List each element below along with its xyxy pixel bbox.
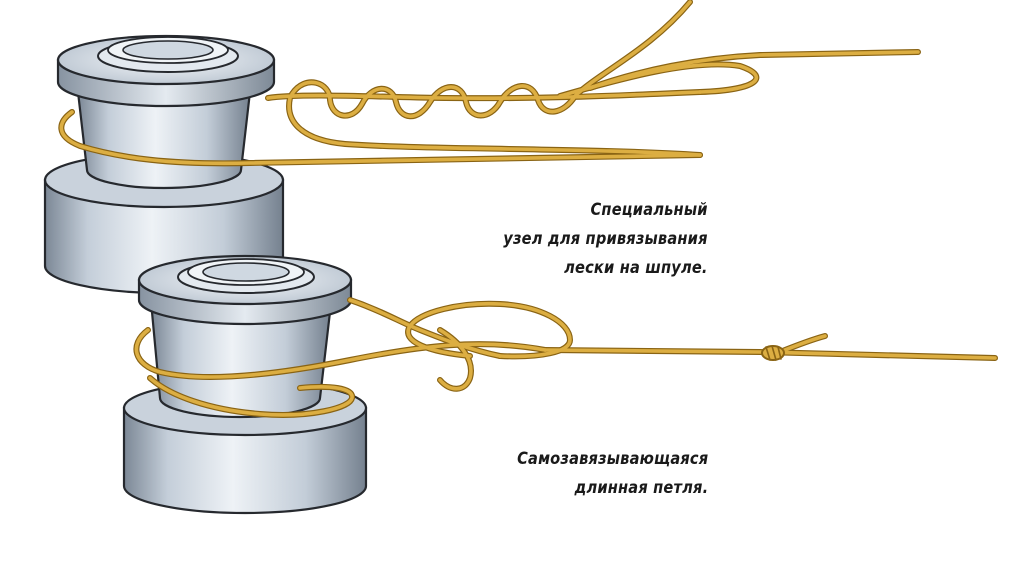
long-loop-caption: Самозавязывающаяся длинная петля. <box>517 445 708 503</box>
lower-loop-line <box>133 297 998 418</box>
small-knot-icon <box>761 345 785 361</box>
special-knot-caption: Специальный узел для привязывания лески … <box>504 196 708 283</box>
caption-line: узел для привязывания <box>503 229 708 249</box>
caption-line: длинная петля. <box>574 478 708 498</box>
caption-line: Специальный <box>590 200 708 220</box>
lower-spool-icon <box>122 254 368 515</box>
caption-line: Самозавязывающаяся <box>516 449 708 469</box>
caption-line: лески на шпуле. <box>564 258 708 278</box>
upper-spool-icon <box>43 34 285 295</box>
upper-knot-line <box>58 0 921 167</box>
